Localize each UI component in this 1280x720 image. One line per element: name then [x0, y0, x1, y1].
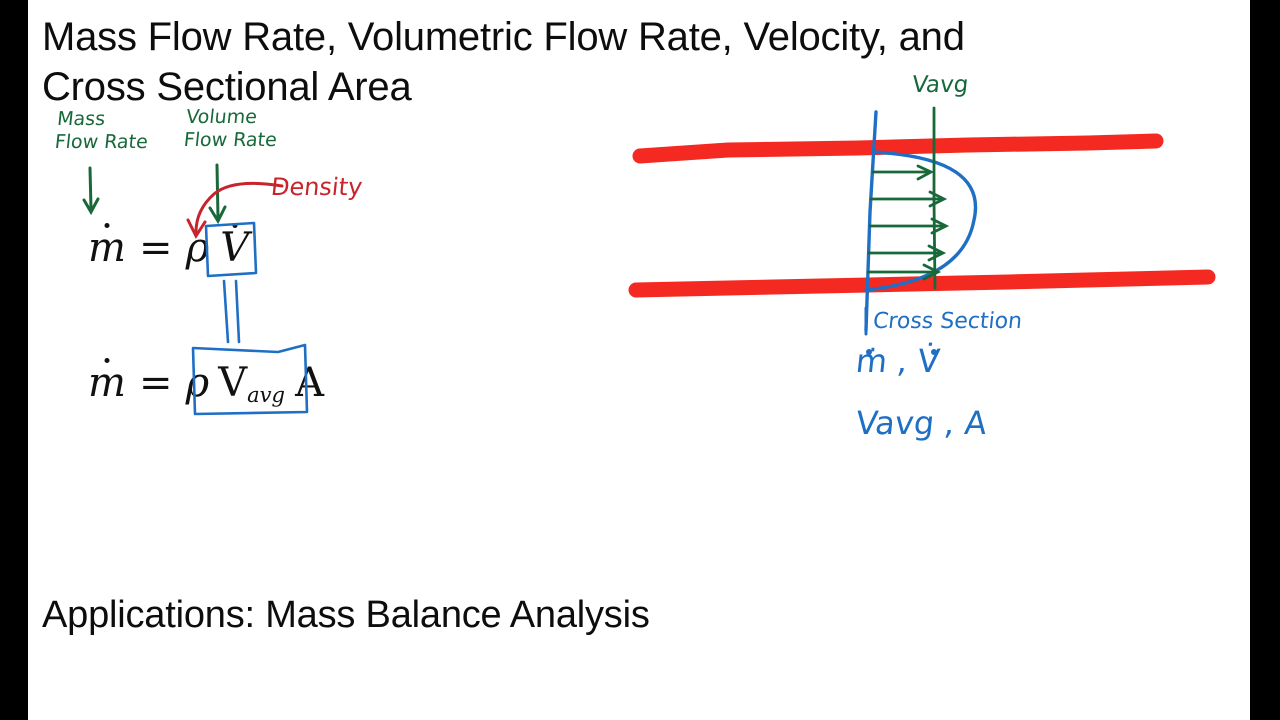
equation2-velocity: V [218, 360, 248, 406]
annotation-volume-flow-rate: Volume Flow Rate [182, 106, 278, 151]
annotation-v-avg: Vavg [910, 72, 970, 98]
equation2-velocity-subscript: avg [247, 382, 285, 407]
equation2-equals: = [139, 360, 173, 406]
equation2-area: A [295, 360, 324, 406]
cross-section-line [864, 110, 878, 332]
annotation-cross-section: Cross Section [871, 309, 1024, 334]
equation2-mdot: m [88, 358, 126, 406]
pipe-wall-top [632, 133, 1164, 164]
overdot-mdot-2 [104, 358, 110, 363]
letterbox-bar-left [0, 0, 28, 720]
equation-mass-flow-rate: m = ρ V [88, 223, 250, 271]
equation2-rho: ρ [185, 360, 210, 406]
equation1-vdot: V [220, 223, 250, 271]
parabolic-velocity-profile [864, 150, 978, 292]
velocity-arrow-4 [867, 244, 947, 262]
annotation-mdot-vdot: ṁ , V̇ [854, 342, 942, 380]
average-velocity-line [932, 106, 937, 290]
velocity-arrows [866, 164, 950, 281]
velocity-arrow-2 [869, 190, 948, 208]
annotation-vavg-area: Vavg , A [854, 404, 989, 442]
connector-double-line [222, 279, 241, 344]
annotation-density: Density [269, 173, 364, 201]
pipe-wall-bottom [628, 269, 1216, 298]
arrow-volume-flow-rate [208, 163, 227, 225]
equation1-equals: = [139, 225, 173, 271]
overdot-mdot [104, 223, 110, 228]
page-title: Mass Flow Rate, Volumetric Flow Rate, Ve… [42, 15, 965, 109]
slide-canvas: Mass Flow Rate, Volumetric Flow Rate, Ve… [28, 0, 1250, 720]
equation1-rho: ρ [185, 225, 210, 271]
applications-heading: Applications: Mass Balance Analysis [42, 594, 650, 636]
annotation-mass-flow-rate: Mass Flow Rate [53, 108, 149, 153]
overdot-vdot [232, 223, 238, 228]
velocity-arrow-3 [868, 217, 950, 235]
equation-mass-flow-rate-expanded: m = ρ Vavg A [88, 358, 324, 407]
velocity-arrow-5 [866, 263, 942, 281]
equation1-mdot: m [88, 223, 126, 271]
letterbox-bar-right [1250, 0, 1280, 720]
arrow-mass-flow-rate [82, 166, 100, 216]
velocity-arrow-1 [871, 164, 935, 181]
